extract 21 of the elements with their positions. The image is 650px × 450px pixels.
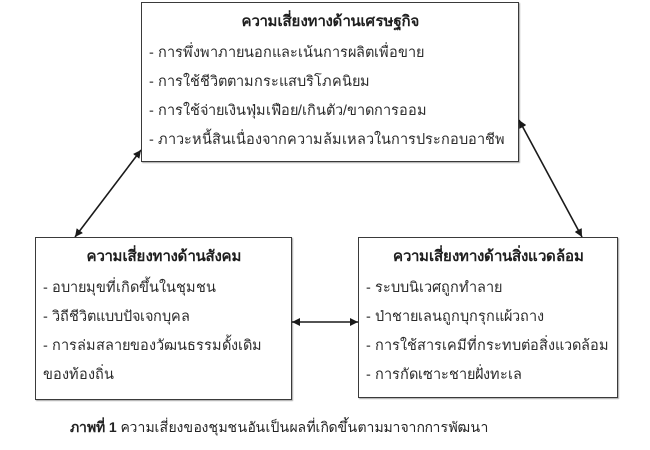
double-arrow — [518, 120, 583, 238]
risk-box — [35, 237, 292, 400]
list-item: - การใช้ชีวิตตามกระแสบริโภคนิยม — [149, 72, 371, 92]
list-item: - การพึ่งพาภายนอกและเน้นการผลิตเพื่อขาย — [149, 39, 512, 68]
risk-box — [358, 237, 618, 398]
risk-box — [141, 2, 519, 162]
box-heading: ความเสี่ยงทางด้านสังคม — [43, 244, 285, 270]
list-item: - วิถีชีวิตแบบปัจเจกบุคล — [43, 308, 191, 327]
list-item: - ภาวะหนี้สินเนื่องจากความล้มเหลวในการประกอบอาชีพ — [149, 126, 512, 155]
list-item: - การใช้จ่ายเงินฟุ่มเฟือย/เกินตัว/ขาดการออม — [149, 100, 428, 121]
list-item: - อบายมุขที่เกิดขึ้นในชุมชน — [43, 274, 285, 303]
list-item: - การใช้สารเคมีที่กระทบต่อสิ่งแวดล้อม — [366, 332, 611, 361]
double-arrow — [74, 150, 142, 238]
double-arrow — [292, 318, 358, 326]
box-heading: ความเสี่ยงทางด้านสิ่งแวดล้อม — [366, 244, 611, 270]
box-heading: ความเสี่ยงทางด้านเศรษฐกิจ — [149, 9, 512, 35]
list-item: - ป่าชายเลนถูกบุกรุกแผ้วถาง — [366, 308, 545, 327]
list-item: - การล่มสลายของวัฒนธรรมดั้งเดิมของท้องถิ่น — [43, 332, 285, 390]
list-item: - ระบบนิเวศถูกทำลาย — [366, 279, 503, 298]
figure-caption: ภาพที่ 1 ความเสี่ยงของชุมชนอันเป็นผลที่เกิดขึ้นตามมาจากการพัฒนา — [70, 416, 490, 438]
list-item: - การกัดเซาะชายฝั่งทะเล — [366, 361, 611, 390]
